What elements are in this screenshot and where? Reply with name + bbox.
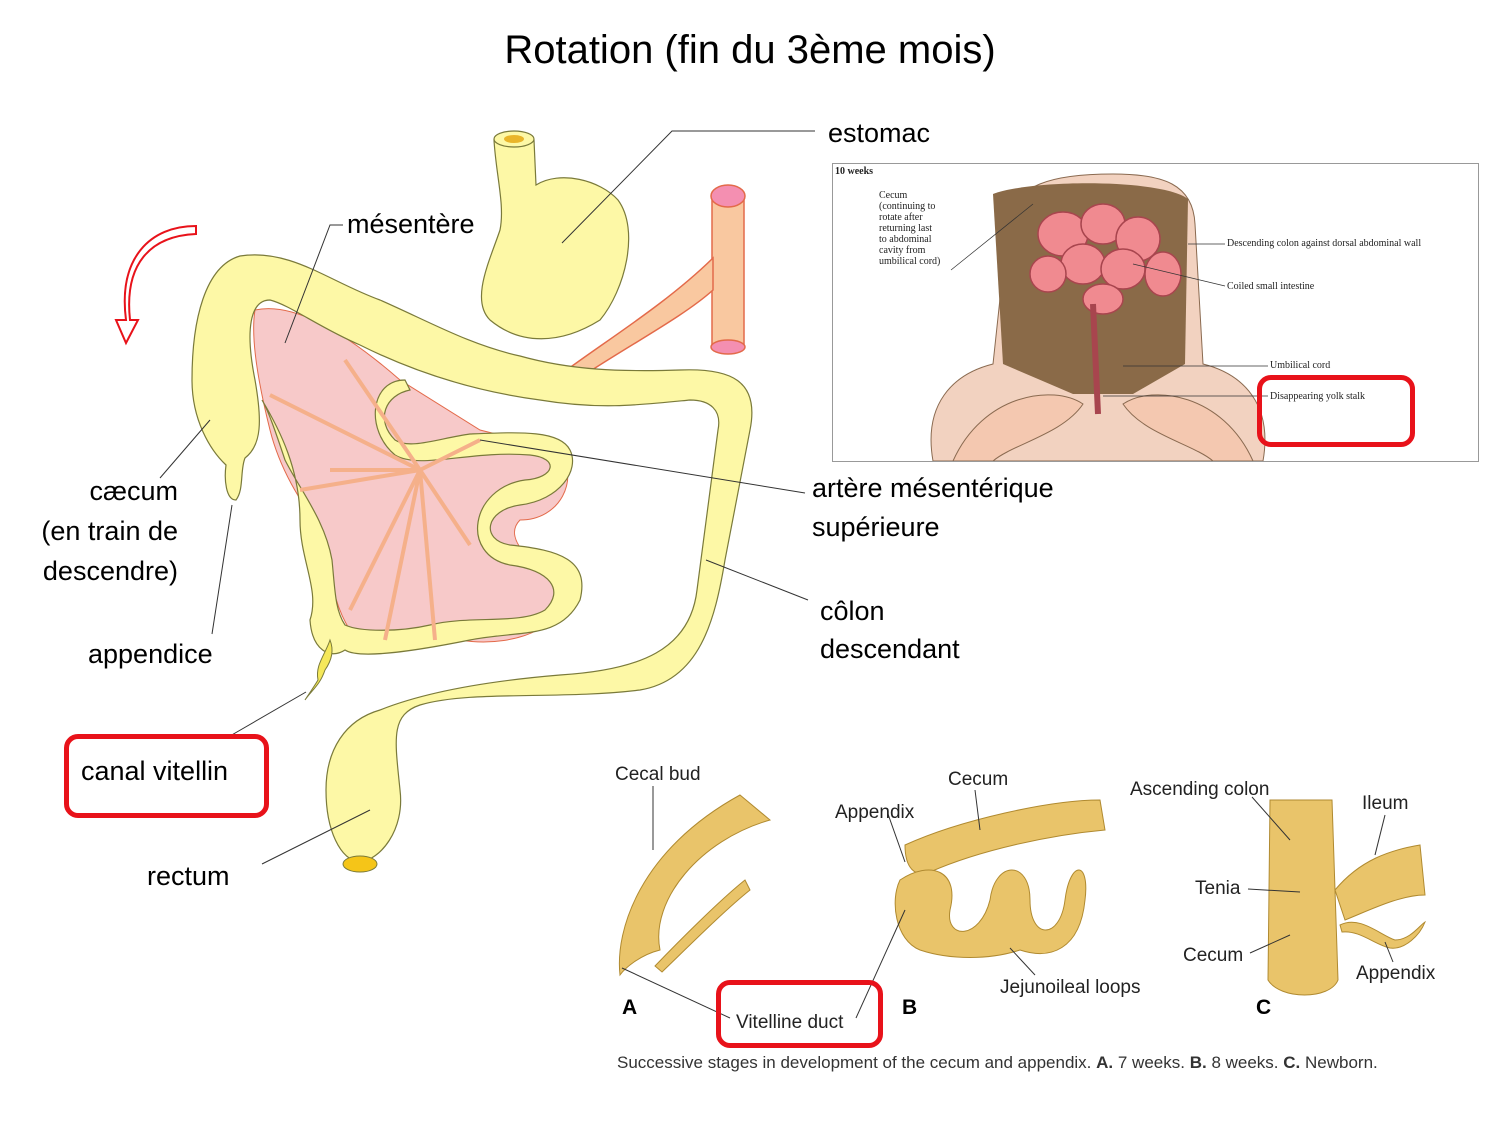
leader-artere — [479, 439, 806, 494]
leader-colon — [705, 559, 809, 601]
caption-a-text: 7 weeks. — [1117, 1053, 1185, 1072]
small-intestine — [261, 379, 583, 655]
letter-a: A — [622, 996, 638, 1019]
caption-text: Successive stages in development of the … — [617, 1053, 1092, 1072]
label-ileum: Ileum — [1362, 793, 1409, 814]
highlight-yolk-stalk — [1257, 375, 1415, 447]
label-caecum-2: (en train de — [41, 516, 178, 546]
vitelline-duct — [304, 638, 333, 701]
figure-10-weeks: 10 weeks Cecum (continuing to rotate aft… — [832, 163, 1479, 462]
label-estomac: estomac — [828, 118, 931, 148]
label-artere-1: artère mésentérique — [812, 473, 1054, 503]
page-title: Rotation (fin du 3ème mois) — [504, 28, 996, 72]
label-rectum: rectum — [147, 861, 230, 891]
artery-trunk — [711, 197, 745, 346]
caption-a: A. — [1096, 1053, 1114, 1072]
cecum-note-4: returning last — [879, 223, 933, 234]
leader-mesentere — [284, 224, 343, 344]
label-coiled-small-intestine: Coiled small intestine — [1227, 281, 1315, 292]
label-descending-colon: Descending colon against dorsal abdomina… — [1227, 238, 1422, 249]
label-mesentere: mésentère — [347, 209, 475, 239]
label-vitelline-duct: Vitelline duct — [736, 1012, 844, 1033]
caption-c-text: Newborn. — [1305, 1053, 1378, 1072]
leader-estomac — [561, 130, 815, 244]
colon — [191, 254, 753, 863]
label-colon-1: côlon — [820, 596, 885, 626]
label-appendice: appendice — [88, 639, 213, 669]
caption-b: B. — [1189, 1053, 1207, 1072]
leader-rectum — [261, 809, 371, 865]
cecum-note-3: rotate after — [879, 212, 923, 223]
label-yolk-stalk: Disappearing yolk stalk — [1270, 391, 1365, 402]
label-appendix-c: Appendix — [1356, 963, 1436, 984]
label-appendix-b: Appendix — [835, 802, 915, 823]
label-cecal-bud: Cecal bud — [615, 764, 701, 785]
cecum-note-1: Cecum — [879, 190, 908, 201]
esophagus-lumen — [504, 135, 524, 143]
cecum-note-7: umbilical cord) — [879, 256, 941, 267]
label-canal-vitellin: canal vitellin — [81, 756, 229, 786]
letter-c: C — [1256, 996, 1272, 1019]
rectum-opening — [342, 855, 378, 873]
rotation-arrow-icon — [114, 224, 197, 346]
figure-caption: Successive stages in development of the … — [617, 1053, 1378, 1073]
leader-appendice — [211, 504, 233, 635]
leader-caecum — [159, 419, 211, 479]
stomach — [480, 139, 630, 340]
label-umbilical-cord: Umbilical cord — [1270, 360, 1331, 371]
caption-c: C. — [1283, 1053, 1301, 1072]
leader-canal — [229, 691, 307, 737]
cecum-note-5: to abdominal — [879, 234, 932, 245]
mesenteric-arteries — [269, 358, 481, 641]
label-cecum-c: Cecum — [1183, 945, 1244, 966]
highlight-vitelline-duct — [716, 980, 883, 1048]
label-colon-2: descendant — [820, 634, 960, 664]
label-cecum-b: Cecum — [948, 769, 1009, 790]
label-tenia: Tenia — [1195, 878, 1241, 899]
stage-10-weeks: 10 weeks — [835, 166, 874, 177]
caption-b-text: 8 weeks. — [1211, 1053, 1279, 1072]
label-ascending-colon: Ascending colon — [1130, 779, 1270, 800]
abdomen-illustration — [930, 173, 1268, 461]
cecum-note-6: cavity from — [879, 245, 926, 256]
artery-bottom-opening — [710, 339, 746, 355]
artery-top-opening — [710, 184, 746, 208]
label-caecum-3: descendre) — [42, 556, 178, 586]
highlight-canal-vitellin — [64, 734, 269, 818]
label-jejunoileal-loops: Jejunoileal loops — [1000, 977, 1141, 998]
cecum-note-2: (continuing to — [879, 201, 936, 212]
label-caecum-1: cæcum — [89, 476, 178, 506]
letter-b: B — [902, 996, 918, 1019]
label-artere-2: supérieure — [812, 512, 940, 542]
